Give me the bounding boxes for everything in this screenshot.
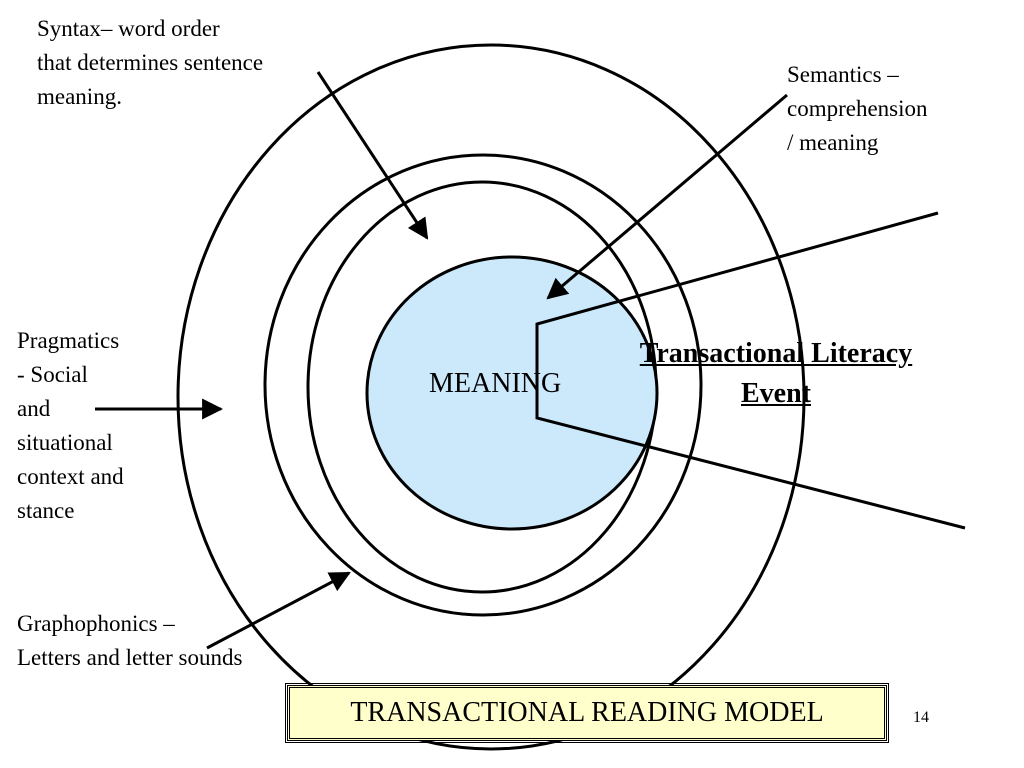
pragmatics-label-line: situational <box>17 430 113 455</box>
semantics-label-line: Semantics – <box>787 62 899 87</box>
graphophonics-label-line: Letters and letter sounds <box>17 645 243 670</box>
graphophonics-ring <box>263 153 703 617</box>
semantics-label: Semantics – comprehension / meaning <box>787 58 928 160</box>
syntax-label-line: meaning. <box>37 84 122 109</box>
graphophonics-label-line: Graphophonics – <box>17 611 175 636</box>
outer-ring-pragmatics <box>176 43 806 751</box>
semantics-arrow <box>546 93 788 300</box>
model-title-box: TRANSACTIONAL READING MODEL <box>285 683 889 743</box>
transactional-literacy-event-title: Transactional Literacy Event <box>600 334 952 414</box>
semantics-label-line: comprehension <box>787 96 928 121</box>
pragmatics-label-line: context and <box>17 464 124 489</box>
meaning-center-label: MEANING <box>429 368 562 399</box>
pragmatics-label-line: Pragmatics <box>17 328 120 353</box>
graphophonics-arrow <box>206 571 351 650</box>
pragmatics-label-line: - Social <box>17 362 88 387</box>
model-title: TRANSACTIONAL READING MODEL <box>350 697 824 728</box>
syntax-arrow <box>316 71 429 240</box>
graphophonics-label: Graphophonics – Letters and letter sound… <box>17 607 242 675</box>
event-title-line: Transactional Literacy <box>639 338 913 369</box>
pragmatics-label-line: and <box>17 396 51 421</box>
slide-page-number: 14 <box>913 709 929 726</box>
event-wedge-lines <box>535 211 966 530</box>
pragmatics-label: Pragmatics - Social and situational cont… <box>17 324 124 528</box>
syntax-label: Syntax– word order that determines sente… <box>37 12 263 114</box>
syntax-label-line: that determines sentence <box>37 50 264 75</box>
syntax-label-line: Syntax– word order <box>37 16 220 41</box>
meaning-center-circle <box>365 255 659 531</box>
pragmatics-label-line: stance <box>17 498 75 523</box>
event-title-line: Event <box>741 378 811 409</box>
semantics-label-line: / meaning <box>787 130 879 155</box>
